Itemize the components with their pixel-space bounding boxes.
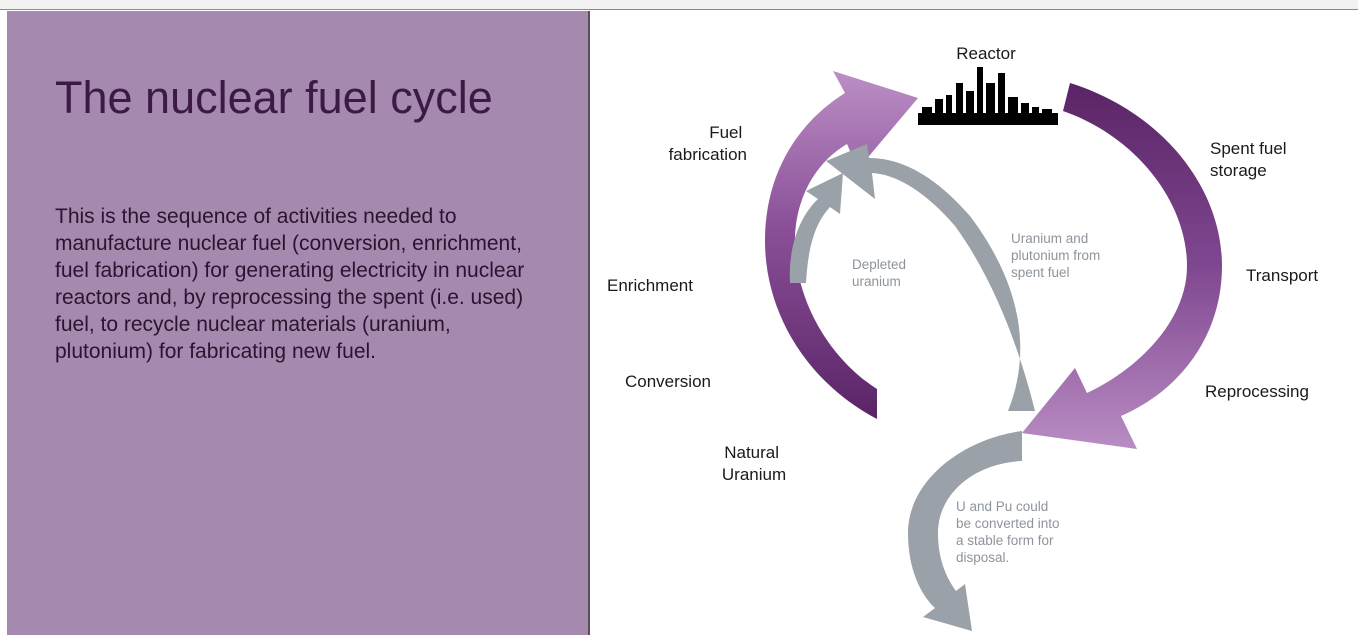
slide-text-panel (7, 11, 588, 635)
disposal-note-label: U and Pu could be converted into a stabl… (956, 499, 1063, 565)
panel-divider (588, 11, 590, 635)
transport-label: Transport (1246, 266, 1318, 285)
spent-fuel-storage-label: Spent fuel storage (1210, 139, 1291, 180)
conversion-label: Conversion (625, 372, 711, 391)
recycle-arrow (826, 144, 1035, 411)
reactor-label: Reactor (956, 44, 1016, 63)
fuel-cycle-svg: Reactor Fuel fabrication Enrichment Conv… (607, 44, 1318, 631)
enrichment-label: Enrichment (607, 276, 693, 295)
window-top-border (0, 0, 1358, 10)
depleted-uranium-arrow (789, 173, 843, 283)
slide-title: The nuclear fuel cycle (55, 72, 493, 123)
natural-uranium-label: Natural Uranium (722, 443, 786, 484)
reactor-skyline-icon (918, 67, 1058, 125)
depleted-uranium-label: Depleted uranium (852, 257, 910, 289)
front-end-arrow (765, 71, 918, 419)
fuel-cycle-diagram: Reactor Fuel fabrication Enrichment Conv… (590, 11, 1358, 635)
uranium-plutonium-label: Uranium and plutonium from spent fuel (1011, 231, 1104, 280)
fuel-fabrication-label: Fuel fabrication (669, 123, 747, 164)
disposal-arrow (908, 431, 1022, 631)
back-end-arrow (1022, 83, 1222, 449)
reprocessing-label: Reprocessing (1205, 382, 1309, 401)
slide-body-text: This is the sequence of activities neede… (55, 205, 525, 363)
